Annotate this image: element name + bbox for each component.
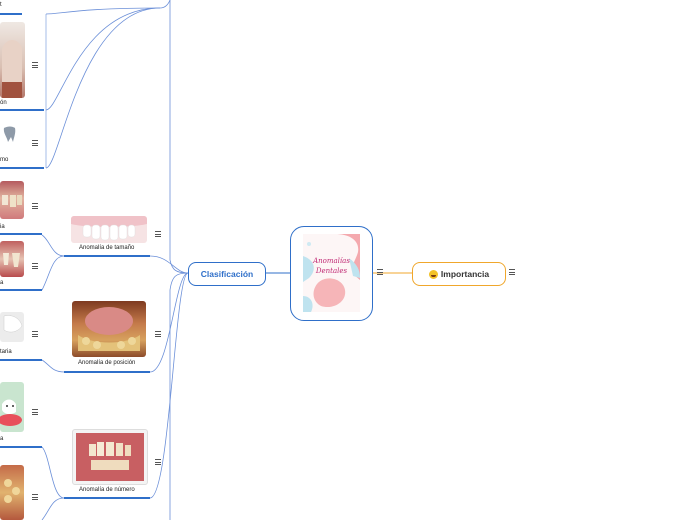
cut-node-b-underline <box>0 109 44 111</box>
numero-underline <box>64 497 150 499</box>
teeth-photo-icon <box>76 433 144 481</box>
numero-label: Anomalía de número <box>79 487 135 493</box>
menu-icon-posicion[interactable] <box>155 331 161 337</box>
smiley-icon <box>428 269 438 279</box>
central-title: Anomalías Dentales <box>303 256 360 276</box>
central-title-line1: Anomalías <box>313 257 350 265</box>
cut-node-h-image[interactable] <box>0 465 24 520</box>
cut-node-d-image[interactable] <box>0 181 24 219</box>
menu-icon-central[interactable] <box>377 269 383 275</box>
menu-icon-h[interactable] <box>32 494 38 500</box>
cut-label-a: t <box>0 2 2 8</box>
teeth-photo-icon <box>3 253 20 267</box>
cut-node-e-underline <box>0 289 42 291</box>
teeth-photo-icon <box>4 479 20 503</box>
cut-node-e-image[interactable] <box>0 241 24 277</box>
tamano-underline <box>64 255 150 257</box>
menu-icon-e[interactable] <box>32 263 38 269</box>
cut-node-c-underline <box>0 167 44 169</box>
menu-icon-importancia[interactable] <box>509 269 515 275</box>
tooth-icon <box>3 126 16 142</box>
tooth-photo-icon <box>2 39 22 98</box>
cut-node-f-image[interactable] <box>0 312 24 342</box>
menu-icon-numero[interactable] <box>155 459 161 465</box>
cut-node-c-image[interactable] <box>0 125 20 145</box>
menu-icon-b[interactable] <box>32 62 38 68</box>
posicion-underline <box>64 371 150 373</box>
menu-icon-c[interactable] <box>32 140 38 146</box>
tamano-image[interactable] <box>71 216 147 243</box>
teeth-smile-icon <box>71 216 147 241</box>
cut-node-a[interactable]: t <box>0 0 22 14</box>
cut-label-f: taria <box>0 349 12 355</box>
cut-label-e: a <box>0 280 4 286</box>
central-title-line2: Dentales <box>315 267 348 275</box>
menu-icon-d[interactable] <box>32 203 38 209</box>
tooth-cartoon-icon <box>0 399 22 426</box>
menu-icon-f[interactable] <box>32 331 38 337</box>
posicion-label: Anomalía de posición <box>78 360 136 366</box>
posicion-image[interactable] <box>72 301 146 357</box>
importancia-topic[interactable]: Importancia <box>412 262 506 286</box>
importancia-label: Importancia <box>440 269 490 279</box>
teeth-photo-icon <box>78 307 140 351</box>
cut-node-g-image[interactable] <box>0 382 24 432</box>
central-cover: Anomalías Dentales <box>303 234 360 312</box>
clasificacion-topic[interactable]: Clasificación <box>188 262 266 286</box>
clasificacion-label: Clasificación <box>200 269 254 279</box>
cover-shapes-icon <box>303 234 360 312</box>
cut-label-d: ia <box>0 224 5 230</box>
menu-icon-g[interactable] <box>32 409 38 415</box>
cut-node-f-underline <box>0 359 42 361</box>
cut-node-d-underline <box>0 233 42 235</box>
cut-label-g: a <box>0 436 4 442</box>
cut-node-a-underline <box>0 13 22 15</box>
cut-label-c: mo <box>0 157 9 163</box>
tamano-label: Anomalía de tamaño <box>79 245 135 251</box>
cut-label-b: ón <box>0 100 7 106</box>
numero-image[interactable] <box>72 429 148 485</box>
cut-node-g-underline <box>0 446 42 448</box>
cut-node-b-image[interactable] <box>0 22 25 98</box>
central-topic[interactable]: Anomalías Dentales <box>290 226 373 321</box>
teeth-photo-icon <box>2 195 22 207</box>
teeth-xray-icon <box>3 315 23 333</box>
menu-icon-tamano[interactable] <box>155 231 161 237</box>
